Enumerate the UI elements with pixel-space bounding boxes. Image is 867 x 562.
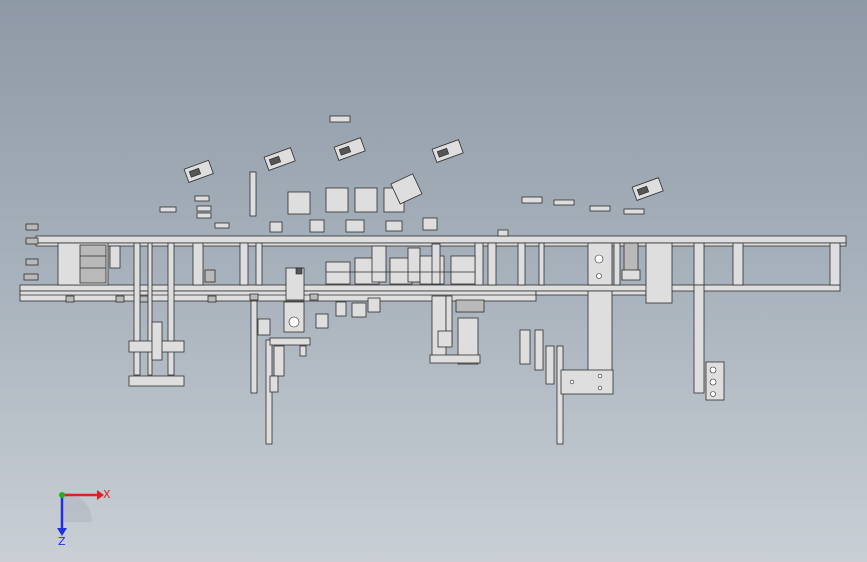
station-blocks[interactable]	[285, 243, 476, 301]
brackets-row[interactable]	[65, 293, 381, 329]
hanging-arm-left[interactable]	[250, 300, 311, 445]
z-arrow-head-icon	[57, 528, 67, 536]
hanging-arm-right[interactable]	[519, 284, 725, 445]
left-column-assembly[interactable]	[128, 242, 185, 387]
triad-shadow	[62, 492, 92, 522]
x-arrow-head-icon	[97, 490, 104, 500]
z-axis-label: Z	[58, 535, 66, 548]
x-axis-label: X	[103, 488, 111, 501]
axis-triad: X Z	[57, 488, 111, 548]
lift-assembly[interactable]	[429, 295, 485, 365]
main-frame[interactable]	[19, 223, 847, 304]
floating-parts[interactable]	[159, 115, 664, 237]
y-axis-dot	[59, 492, 65, 498]
